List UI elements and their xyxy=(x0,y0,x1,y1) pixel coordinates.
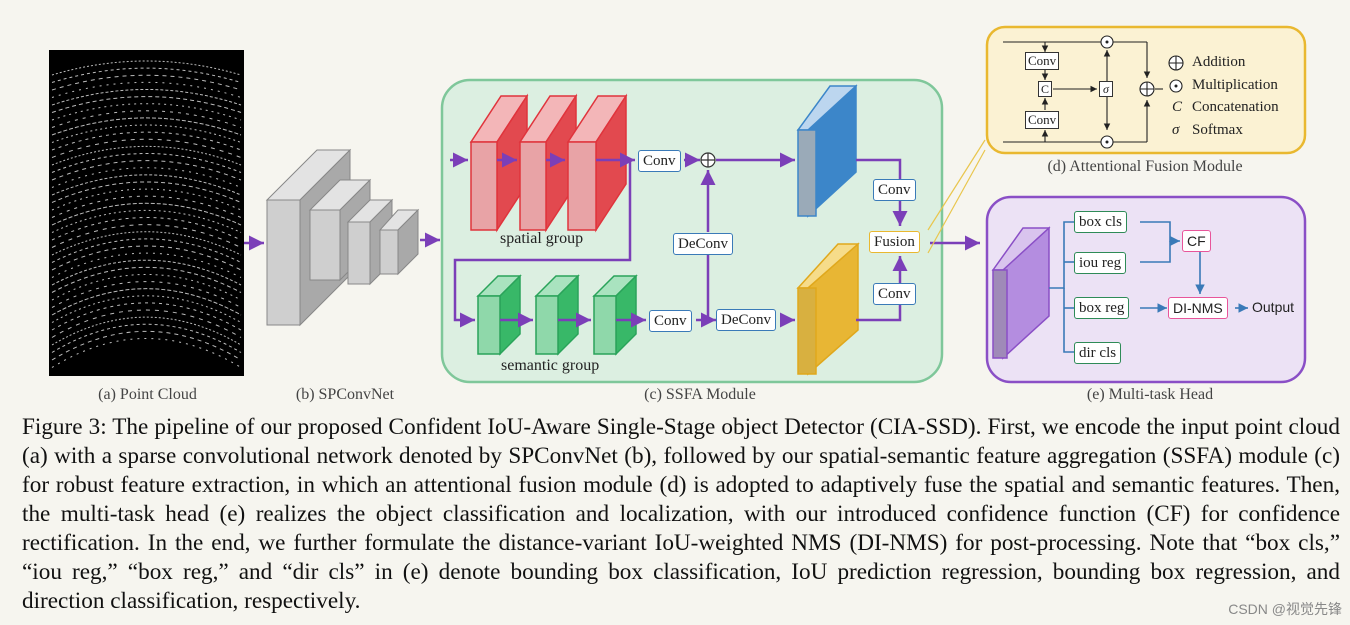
spconvnet-blocks xyxy=(265,148,420,327)
point-cloud-stripe xyxy=(51,330,242,361)
pipeline-diagram xyxy=(49,25,1307,384)
legend-concat-symbol: C xyxy=(1172,99,1183,115)
afm-concat-node: C xyxy=(1038,81,1053,97)
point-cloud-stripe xyxy=(51,210,242,233)
point-cloud-stripe xyxy=(51,309,242,338)
caption-e: (e) Multi-task Head xyxy=(1086,386,1214,403)
point-cloud-stripe xyxy=(51,245,242,271)
semantic-group-blocks xyxy=(476,274,638,356)
legend-multiplication: Multiplication xyxy=(1192,77,1278,93)
point-cloud-stripe xyxy=(51,60,242,76)
point-cloud-stripe xyxy=(51,145,242,166)
point-cloud-stripe xyxy=(51,124,242,143)
deconv-box-vertical: DeConv xyxy=(673,233,733,255)
point-cloud-stripe xyxy=(51,238,242,263)
point-cloud-stripe xyxy=(51,67,242,83)
point-cloud-stripe xyxy=(51,266,242,293)
box-reg-box: box reg xyxy=(1074,297,1130,319)
caption-a: (a) Point Cloud xyxy=(98,386,197,403)
legend-softmax: Softmax xyxy=(1192,122,1243,138)
point-cloud-stripe xyxy=(51,174,242,196)
afm-softmax-node: σ xyxy=(1099,81,1113,97)
cf-box: CF xyxy=(1182,230,1211,252)
point-cloud-stripe xyxy=(51,195,242,218)
caption-d: (d) Attentional Fusion Module xyxy=(1047,158,1243,175)
point-cloud-stripe xyxy=(51,103,242,121)
point-cloud-stripe xyxy=(51,167,242,188)
point-cloud-stripe xyxy=(51,181,242,203)
point-cloud-image xyxy=(49,50,244,376)
point-cloud-stripe xyxy=(51,117,242,136)
deconv-box-horizontal: DeConv xyxy=(716,309,776,331)
conv-box-semantic: Conv xyxy=(649,310,692,332)
point-cloud-stripe xyxy=(51,81,242,98)
point-cloud-stripe xyxy=(51,295,242,323)
point-cloud-stripe xyxy=(51,274,242,301)
fusion-box: Fusion xyxy=(869,231,920,253)
point-cloud-stripe xyxy=(51,338,242,368)
spatial-group-blocks xyxy=(469,93,628,233)
point-cloud-stripe xyxy=(51,110,242,128)
watermark: CSDN @视觉先锋 xyxy=(1228,601,1342,617)
point-cloud-stripe xyxy=(51,316,242,346)
head-arrows xyxy=(1049,221,1248,353)
spatial-group-label: spatial group xyxy=(500,230,584,247)
afm-conv-top: Conv xyxy=(1025,52,1060,70)
output-label: Output xyxy=(1252,299,1295,315)
point-cloud-stripe xyxy=(51,96,242,113)
conv-box-fusion-bottom: Conv xyxy=(873,283,916,305)
point-cloud-stripe xyxy=(51,302,242,331)
legend-addition: Addition xyxy=(1192,54,1246,70)
ssfa-arrows xyxy=(450,152,980,328)
afm-zoom-line-bottom xyxy=(927,149,986,254)
dir-cls-box: dir cls xyxy=(1074,342,1122,364)
point-cloud-stripe xyxy=(51,217,242,241)
afm-zoom-line-top xyxy=(927,139,986,231)
point-cloud-stripe xyxy=(51,259,242,286)
point-cloud-stripe xyxy=(51,281,242,308)
point-cloud-stripe xyxy=(51,160,242,181)
box-cls-box: box cls xyxy=(1074,211,1127,233)
point-cloud-stripe xyxy=(51,153,242,173)
point-cloud-stripe xyxy=(51,188,242,211)
point-cloud-stripe xyxy=(51,323,242,353)
head-input-block xyxy=(991,226,1051,360)
head-frame xyxy=(985,195,1307,384)
iou-reg-box: iou reg xyxy=(1074,252,1127,274)
legend-concatenation: Concatenation xyxy=(1192,99,1279,115)
afm-diagram xyxy=(1003,41,1163,143)
point-cloud-stripe xyxy=(51,252,242,278)
point-cloud-stripe xyxy=(51,131,242,151)
semantic-output-block xyxy=(796,242,860,376)
point-cloud-stripe xyxy=(51,231,242,256)
semantic-group-label: semantic group xyxy=(501,357,600,374)
spatial-output-block xyxy=(796,84,858,218)
figure-caption: Figure 3: The pipeline of our proposed C… xyxy=(22,414,1340,614)
point-cloud-stripe xyxy=(51,288,242,316)
afm-conv-bottom: Conv xyxy=(1025,111,1060,129)
point-cloud-stripe xyxy=(51,202,242,226)
legend-softmax-symbol: σ xyxy=(1172,122,1180,138)
conv-box-fusion-top: Conv xyxy=(873,179,916,201)
dinms-box: DI-NMS xyxy=(1168,297,1228,319)
conv-box-spatial: Conv xyxy=(638,150,681,172)
caption-b: (b) SPConvNet xyxy=(295,386,395,403)
afm-symbols xyxy=(1100,35,1184,149)
point-cloud-stripe xyxy=(51,88,242,106)
point-cloud-stripe xyxy=(51,74,242,91)
caption-c: (c) SSFA Module xyxy=(644,386,756,403)
